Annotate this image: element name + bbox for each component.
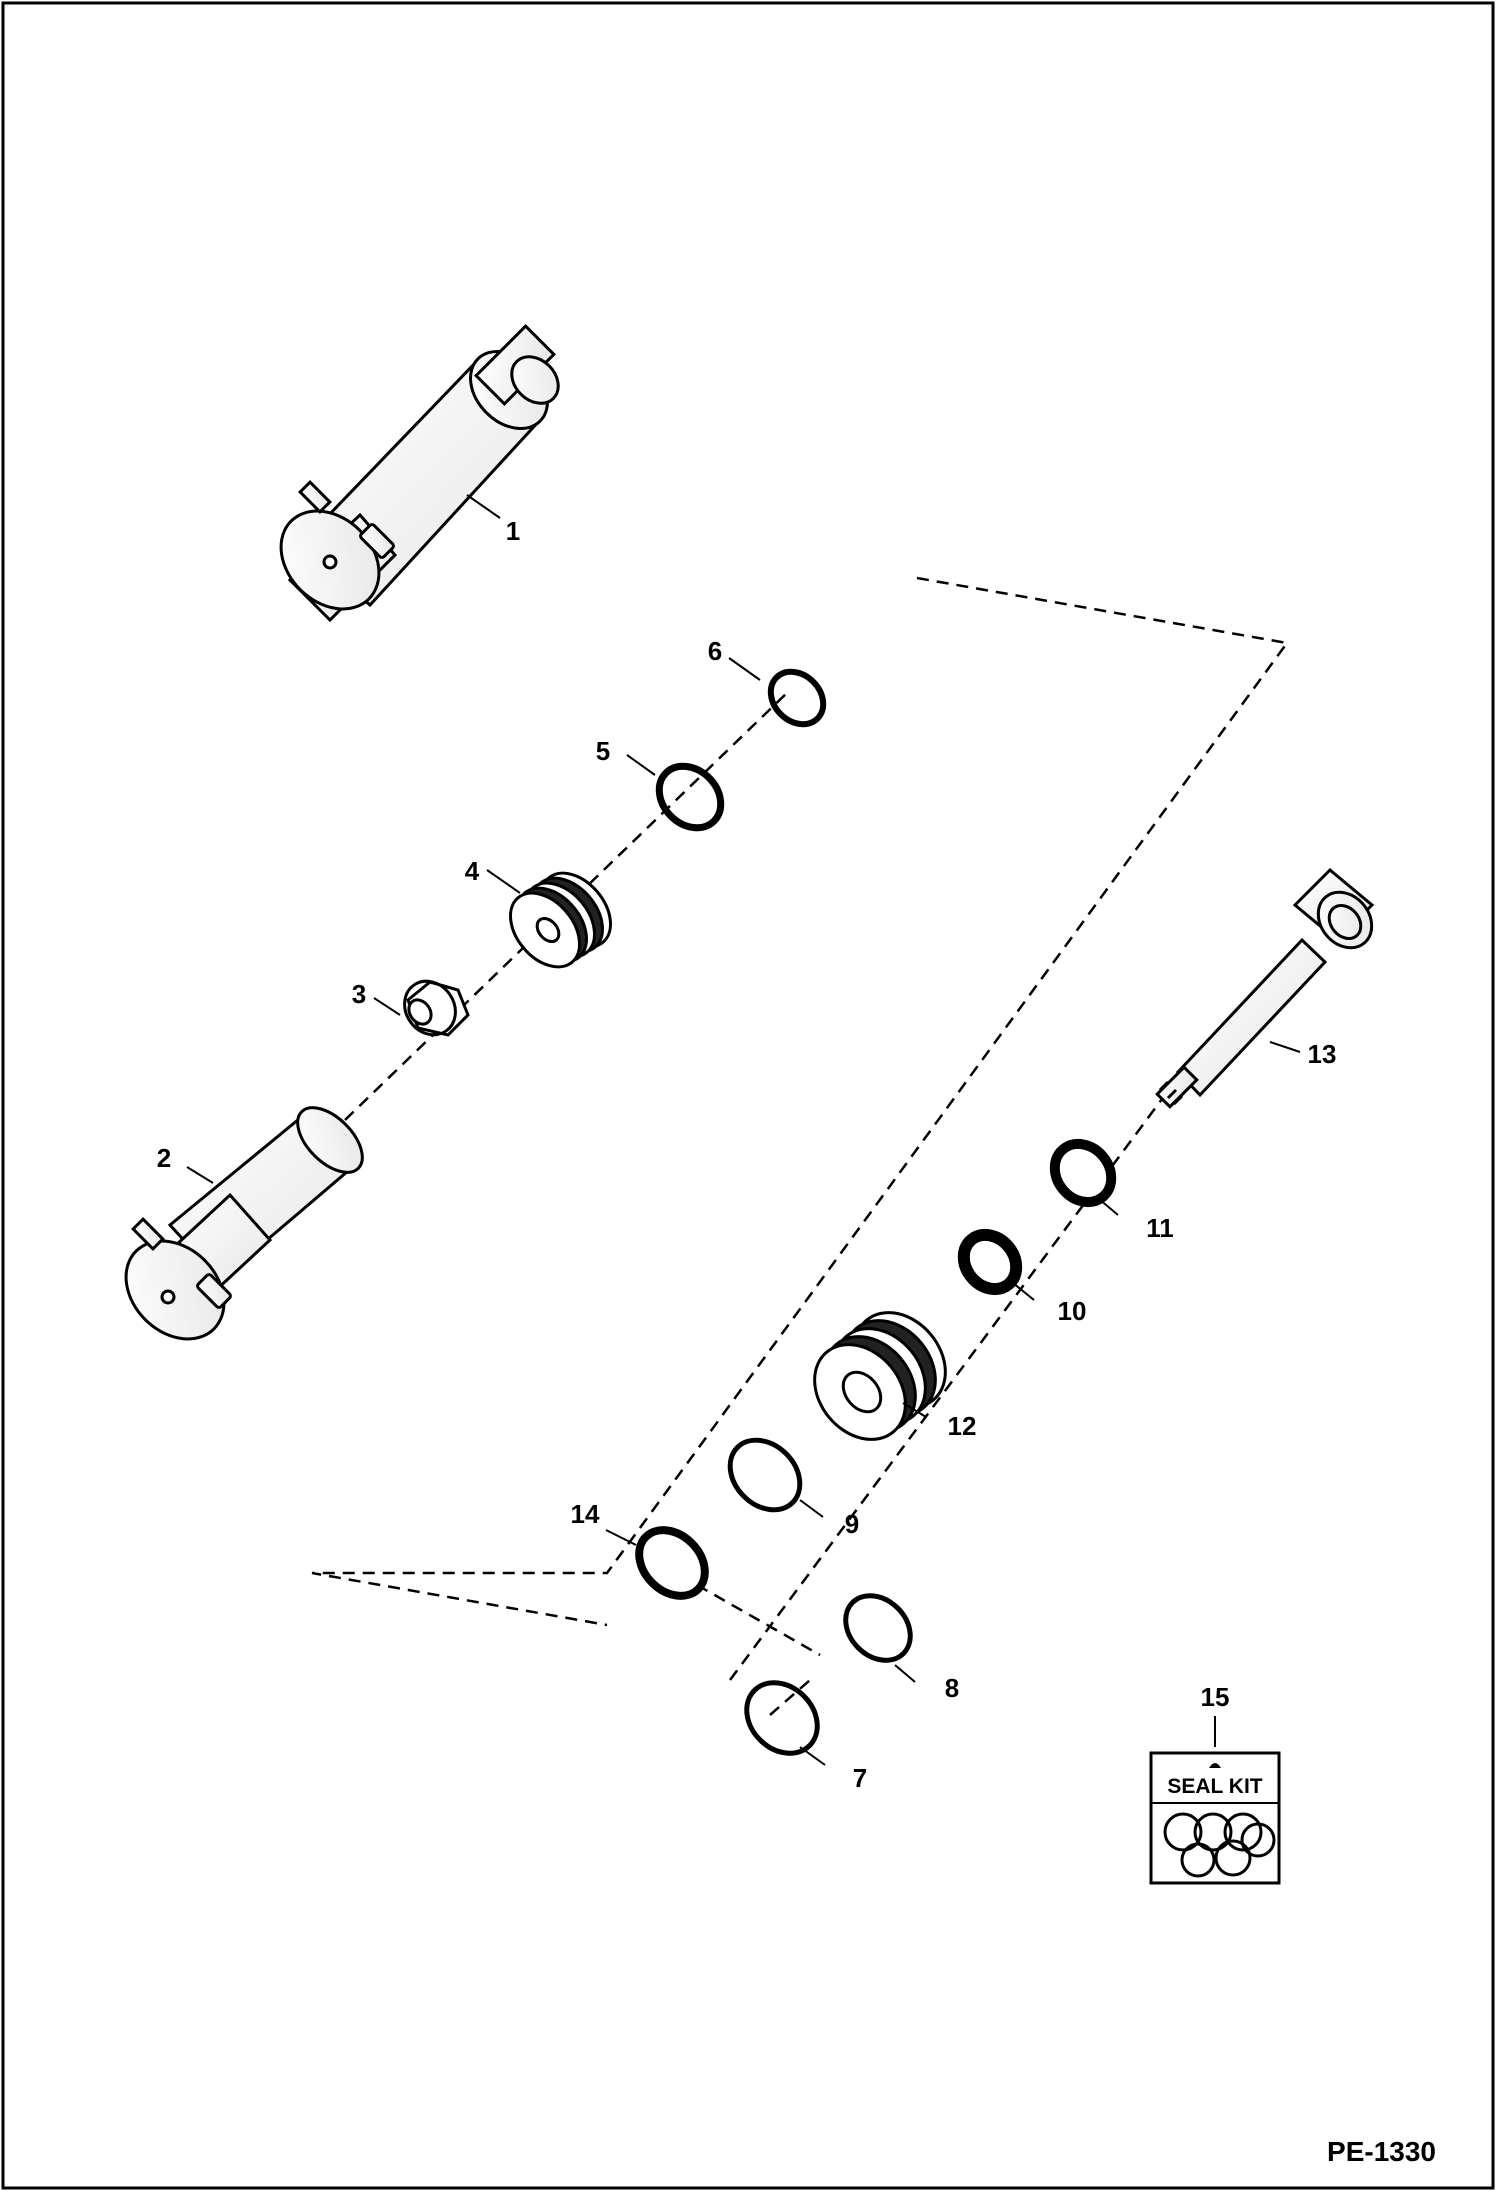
part-9-ring (727, 1437, 803, 1513)
callout-7: 7 (853, 1763, 867, 1793)
assembly-axes (344, 689, 1167, 1716)
callout-6: 6 (708, 636, 722, 666)
callout-11: 11 (1146, 1213, 1174, 1243)
callout-10: 10 (1058, 1296, 1087, 1326)
part-4-piston (509, 871, 612, 969)
callout-1: 1 (506, 516, 520, 546)
part-6-ring (767, 668, 827, 728)
seal-kit-label: SEAL KIT (1167, 1775, 1262, 1798)
part-7-ring (744, 1680, 820, 1756)
callout-labels: 1 2 3 4 5 6 7 8 9 10 11 12 13 14 15 (157, 516, 1337, 1793)
part-10-seal (957, 1228, 1023, 1296)
seal-kit-rings-icon (1163, 1812, 1276, 1878)
callout-13: 13 (1308, 1039, 1337, 1069)
part-11-ring (1049, 1138, 1117, 1208)
callout-3: 3 (352, 979, 366, 1009)
callout-2: 2 (157, 1143, 171, 1173)
document-number: PE-1330 (1327, 2136, 1436, 2167)
part-8-ring (843, 1593, 913, 1663)
callout-15: 15 (1201, 1682, 1230, 1712)
callout-12: 12 (948, 1411, 977, 1441)
part-13-rod (1155, 867, 1375, 1109)
part-1-cylinder-assembly (279, 323, 560, 623)
part-3-nut (403, 979, 470, 1037)
callout-14: 14 (571, 1499, 600, 1529)
part-5-ring (655, 762, 725, 832)
callout-4: 4 (465, 856, 480, 886)
leader-lines (186, 494, 1301, 1766)
callout-5: 5 (596, 736, 610, 766)
kit-boundary (311, 576, 1290, 1627)
part-2-barrel (124, 1106, 364, 1341)
callout-8: 8 (945, 1673, 959, 1703)
callout-9: 9 (845, 1509, 859, 1539)
part-12-gland (813, 1311, 947, 1441)
part-14-ring (635, 1526, 709, 1600)
part-15-seal-kit: SEAL KIT (1149, 1751, 1281, 1885)
